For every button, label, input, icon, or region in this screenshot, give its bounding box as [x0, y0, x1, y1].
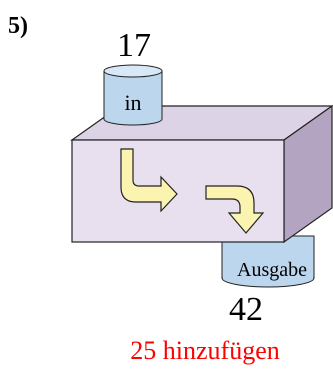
output-cylinder: [221, 235, 315, 288]
curved-arrow-icon: [205, 185, 265, 234]
input-value: 17: [117, 27, 151, 64]
machine-box: [70, 104, 333, 244]
output-value: 42: [229, 291, 263, 328]
process-arrow-2: [205, 185, 265, 234]
input-cylinder: [103, 64, 163, 126]
process-arrow-1: [120, 148, 178, 213]
problem-number: 5): [8, 13, 28, 39]
input-cylinder-body: [103, 71, 163, 126]
input-label: in: [124, 90, 141, 115]
output-label: Ausgabe: [237, 259, 307, 281]
machine-box-front: [71, 139, 285, 243]
curved-arrow-icon: [120, 148, 178, 213]
rule-text: 25 hinzufügen: [130, 336, 279, 365]
output-cylinder-bottom: [221, 277, 315, 288]
input-cylinder-top: [103, 64, 163, 78]
